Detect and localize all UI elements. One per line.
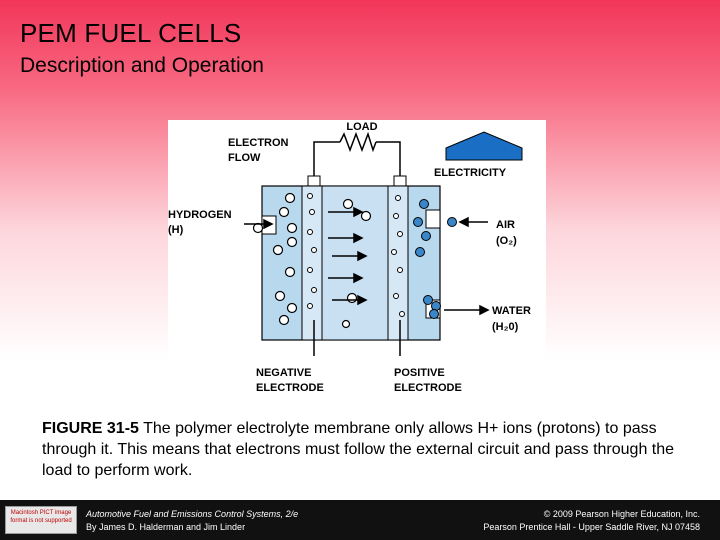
label-water-line1: WATER bbox=[492, 305, 531, 317]
label-negative-electrode-line2: ELECTRODE bbox=[256, 382, 324, 394]
label-air-line2: (O₂) bbox=[496, 235, 517, 247]
circuit-wire-right bbox=[376, 141, 401, 182]
label-positive-electrode-line2: ELECTRODE bbox=[394, 382, 462, 394]
electricity-house-icon bbox=[445, 131, 523, 161]
circuit-wire-left bbox=[313, 141, 340, 182]
publisher-logo-placeholder: Macintosh PICT image format is not suppo… bbox=[5, 506, 77, 534]
footer-book-title: Automotive Fuel and Emissions Control Sy… bbox=[86, 509, 299, 519]
footer-publisher: Pearson Prentice Hall - Upper Saddle Riv… bbox=[483, 522, 700, 532]
fuel-cell-diagram: LOAD ELECTRON FLOW ELECTRICITY HYDROGEN … bbox=[168, 120, 546, 398]
slide-title: PEM FUEL CELLS bbox=[20, 18, 242, 48]
label-electron-flow-line2: FLOW bbox=[228, 152, 261, 164]
hydrogen-molecules bbox=[252, 192, 372, 329]
label-positive-electrode-line1: POSITIVE bbox=[394, 367, 445, 379]
label-electricity: ELECTRICITY bbox=[434, 167, 507, 179]
footer-publisher-info: © 2009 Pearson Higher Education, Inc. Pe… bbox=[483, 508, 700, 534]
hydrogen-inlet-arrow bbox=[244, 218, 274, 230]
proton-flow-arrows bbox=[328, 206, 368, 306]
positive-electrode-plate bbox=[387, 185, 409, 341]
fuel-cell-svg: LOAD ELECTRON FLOW ELECTRICITY HYDROGEN … bbox=[168, 121, 531, 394]
proton-particles bbox=[307, 193, 405, 317]
figure-caption: FIGURE 31-5 The polymer electrolyte memb… bbox=[42, 418, 692, 481]
air-inlet bbox=[425, 209, 441, 229]
label-hydrogen-line1: HYDROGEN bbox=[168, 209, 232, 221]
figure-number: FIGURE 31-5 bbox=[42, 420, 139, 437]
air-inlet-arrow bbox=[458, 216, 488, 228]
slide-subtitle: Description and Operation bbox=[20, 54, 264, 77]
oxygen-molecules bbox=[413, 199, 457, 319]
label-electron-flow-line1: ELECTRON bbox=[228, 137, 289, 149]
label-hydrogen-line2: (H) bbox=[168, 224, 184, 236]
footer-book-info: Automotive Fuel and Emissions Control Sy… bbox=[86, 508, 298, 534]
footer-authors: By James D. Halderman and Jim Linder bbox=[86, 522, 246, 532]
figure-caption-text: The polymer electrolyte membrane only al… bbox=[42, 420, 675, 479]
footer-copyright: © 2009 Pearson Higher Education, Inc. bbox=[543, 509, 700, 519]
load-resistor-icon bbox=[339, 131, 377, 153]
water-outlet-arrow bbox=[444, 304, 490, 316]
slide-footer: Macintosh PICT image format is not suppo… bbox=[0, 500, 720, 540]
label-negative-electrode-line1: NEGATIVE bbox=[256, 367, 311, 379]
label-load: LOAD bbox=[346, 121, 377, 133]
label-air-line1: AIR bbox=[496, 219, 515, 231]
label-water-line2: (H₂0) bbox=[492, 321, 519, 333]
